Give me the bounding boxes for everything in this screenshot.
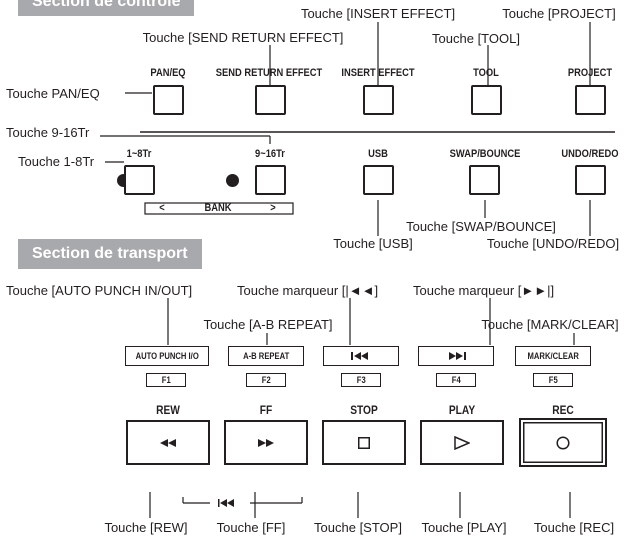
f2-label: F2 (261, 375, 271, 385)
callout-stop: Touche [STOP] (314, 520, 402, 535)
tr9-16-button[interactable] (255, 165, 286, 195)
send-return-label: SEND RETURN EFFECT (215, 67, 323, 79)
undo-redo-button[interactable] (575, 165, 606, 195)
skip-forward-icon (449, 352, 466, 360)
project-button[interactable] (575, 85, 606, 115)
stop-icon (358, 436, 370, 449)
record-icon (556, 435, 570, 450)
bank-label: BANK (204, 202, 232, 214)
stop-button[interactable] (322, 420, 406, 465)
send-return-effect-button[interactable] (255, 85, 286, 115)
play-button[interactable] (420, 420, 504, 465)
auto-punch-button[interactable]: AUTO PUNCH I/O (125, 346, 209, 366)
rew-button[interactable] (126, 420, 210, 465)
marker-next-button[interactable] (418, 346, 494, 366)
fast-forward-icon (258, 438, 274, 447)
callout-ab-repeat: Touche [A-B REPEAT] (203, 317, 333, 332)
callout-marker-next: Touche marqueur [►►|] (413, 283, 555, 298)
callout-send-return: Touche [SEND RETURN EFFECT] (142, 30, 344, 45)
callout-1-8tr: Touche 1-8Tr (18, 154, 95, 169)
bank-left-arrow: < (159, 202, 165, 214)
callout-usb: Touche [USB] (333, 236, 413, 251)
auto-punch-label: AUTO PUNCH I/O (135, 351, 199, 361)
tr9-16-led (226, 174, 239, 187)
swap-bounce-button[interactable] (469, 165, 500, 195)
play-label: PLAY (448, 403, 476, 417)
f5-label: F5 (548, 375, 558, 385)
rew-label: REW (156, 403, 180, 417)
tr1-8-label: 1~8Tr (126, 148, 152, 160)
bank-right-arrow: > (270, 202, 276, 214)
ab-repeat-button[interactable]: A-B REPEAT (228, 346, 304, 366)
bracket-skip-back-icon (218, 499, 234, 507)
callout-project: Touche [PROJECT] (502, 6, 616, 21)
pan-eq-button[interactable] (153, 85, 184, 115)
f3-key: F3 (341, 373, 381, 387)
callout-insert-effect: Touche [INSERT EFFECT] (300, 6, 456, 21)
usb-button[interactable] (363, 165, 394, 195)
tool-button[interactable] (471, 85, 502, 115)
callout-mark-clear: Touche [MARK/CLEAR] (481, 317, 619, 332)
callout-undo-redo: Touche [UNDO/REDO] (486, 236, 620, 251)
callout-ff: Touche [FF] (216, 520, 286, 535)
f2-key: F2 (246, 373, 286, 387)
ab-repeat-label: A-B REPEAT (242, 351, 290, 361)
callout-9-16tr: Touche 9-16Tr (6, 125, 90, 140)
f1-label: F1 (161, 375, 171, 385)
ff-button[interactable] (224, 420, 308, 465)
transport-section-header: Section de transport (18, 239, 202, 269)
callout-marker-prev: Touche marqueur [|◄◄] (237, 283, 379, 298)
callout-tool: Touche [TOOL] (432, 31, 520, 46)
callout-rec: Touche [REC] (533, 520, 615, 535)
undo-redo-label: UNDO/REDO (561, 148, 619, 160)
mark-clear-button[interactable]: MARK/CLEAR (515, 346, 591, 366)
insert-effect-button[interactable] (363, 85, 394, 115)
callout-auto-punch: Touche [AUTO PUNCH IN/OUT] (6, 283, 193, 298)
f3-label: F3 (356, 375, 366, 385)
tr1-8-button[interactable] (124, 165, 155, 195)
play-icon (454, 435, 470, 450)
f4-label: F4 (451, 375, 461, 385)
callout-pan-eq: Touche PAN/EQ (6, 86, 100, 101)
marker-prev-button[interactable] (323, 346, 399, 366)
tool-label: TOOL (473, 67, 499, 79)
skip-back-icon (351, 352, 368, 360)
mark-clear-label: MARK/CLEAR (527, 351, 579, 361)
rewind-icon (160, 438, 176, 447)
rec-button[interactable] (519, 418, 607, 467)
pan-eq-label: PAN/EQ (150, 67, 186, 79)
rec-label: REC (552, 403, 574, 417)
callout-rew: Touche [REW] (104, 520, 188, 535)
callout-play: Touche [PLAY] (421, 520, 507, 535)
stop-label: STOP (350, 403, 378, 417)
ff-label: FF (259, 403, 273, 417)
f5-key: F5 (533, 373, 573, 387)
swap-bounce-label: SWAP/BOUNCE (449, 148, 521, 160)
usb-label: USB (368, 148, 388, 160)
f4-key: F4 (436, 373, 476, 387)
tr9-16-label: 9~16Tr (255, 148, 285, 160)
f1-key: F1 (146, 373, 186, 387)
project-label: PROJECT (567, 67, 613, 79)
insert-effect-label: INSERT EFFECT (341, 67, 415, 79)
control-section-header: Section de contrôle (18, 0, 195, 16)
callout-swap-bounce: Touche [SWAP/BOUNCE] (406, 219, 556, 234)
